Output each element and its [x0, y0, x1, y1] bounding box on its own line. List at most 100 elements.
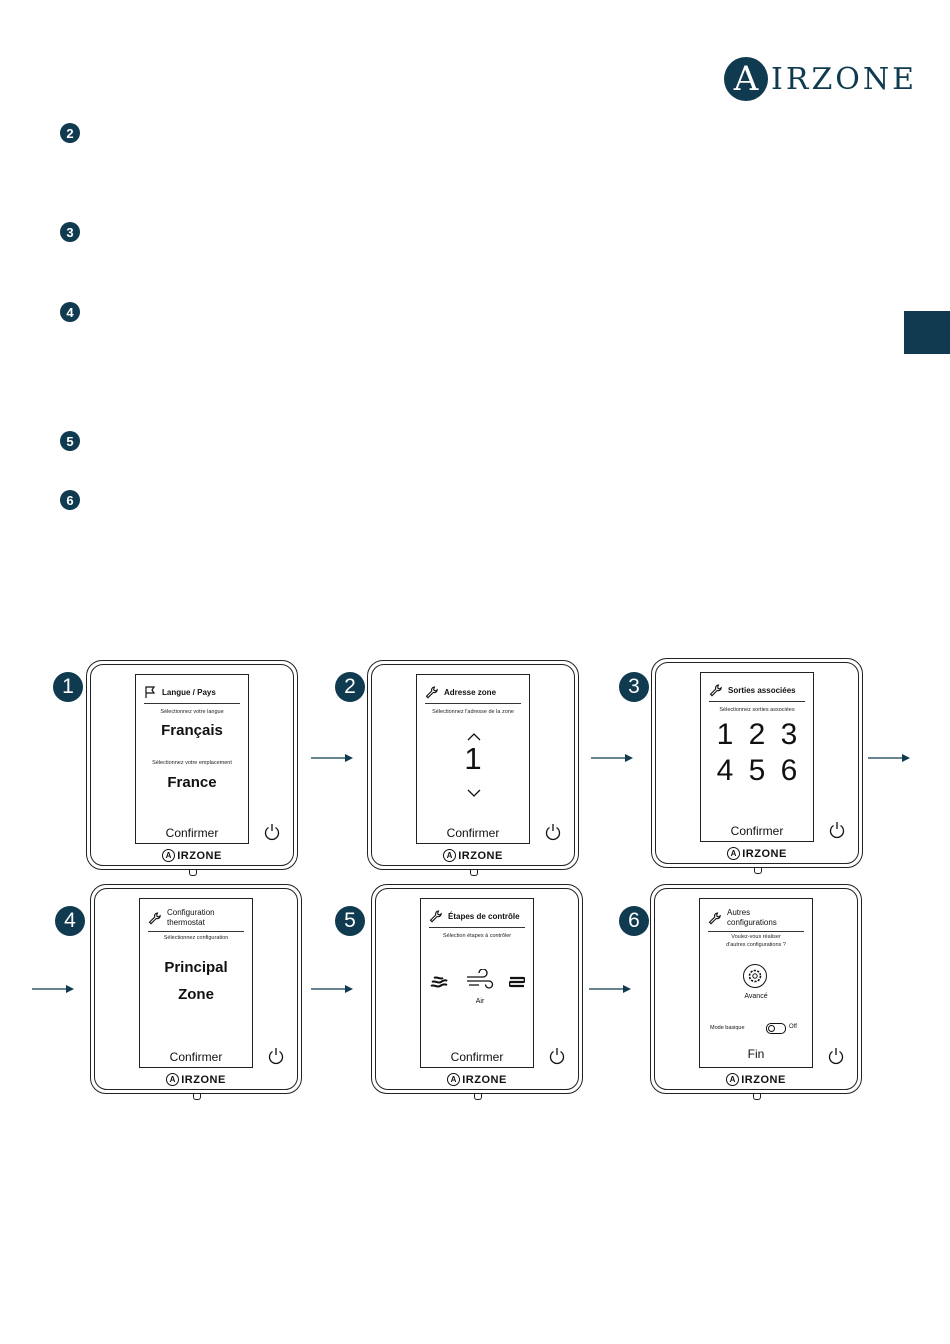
output-4[interactable]: 4	[716, 754, 734, 787]
arrow-icon	[868, 754, 910, 762]
confirm-button[interactable]: Confirmer	[730, 824, 784, 838]
thermostat-device-1: Langue / Pays Sélectionnez votre langue …	[86, 660, 298, 876]
arrow-icon	[311, 754, 353, 762]
output-2[interactable]: 2	[748, 718, 766, 751]
thermostat-device-3: Sorties associées Sélectionnez sorties a…	[651, 658, 863, 874]
chevron-up-icon[interactable]	[467, 733, 481, 741]
thermostat-device-5: Étapes de contrôle Sélection étapes à co…	[371, 884, 583, 1100]
bullet-6: 6	[60, 490, 80, 510]
thermostat-screen-4: Configuration thermostat Sélectionnez co…	[139, 898, 253, 1068]
confirm-button[interactable]: Confirmer	[165, 826, 219, 840]
screen-header: Étapes de contrôle	[429, 905, 525, 928]
thermostat-device-4: Configuration thermostat Sélectionnez co…	[90, 884, 302, 1100]
thermostat-screen-1: Langue / Pays Sélectionnez votre langue …	[135, 674, 249, 844]
airzone-logo: A IRZONE	[724, 57, 917, 101]
screen-title-line1: Autres	[727, 908, 751, 917]
brand-mark: A	[726, 1073, 740, 1086]
wrench-icon	[425, 685, 438, 698]
confirm-button[interactable]: Confirmer	[446, 826, 500, 840]
zone-prompt: Sélectionnez l'adresse de la zone	[432, 709, 514, 715]
config-prompt: Sélectionnez configuration	[163, 935, 229, 941]
logo-mark: A	[724, 57, 768, 101]
thermostat-screen-3: Sorties associées Sélectionnez sorties a…	[700, 672, 814, 842]
brand-mark: A	[443, 849, 457, 862]
output-5[interactable]: 5	[748, 754, 766, 787]
other-config-prompt: Voulez-vous réaliser d'autres configurat…	[726, 934, 786, 948]
brand-mark: A	[162, 849, 176, 862]
wrench-icon	[708, 911, 721, 924]
arrow-icon	[591, 754, 633, 762]
screen-title-line2: thermostat	[167, 918, 205, 927]
toggle-state: Off	[789, 1024, 797, 1030]
gear-icon[interactable]	[742, 963, 768, 989]
zone-address-value: 1	[464, 741, 482, 776]
screen-title: Étapes de contrôle	[448, 911, 520, 921]
outputs-prompt: Sélectionnez sorties associées	[719, 707, 795, 713]
section-tab	[904, 311, 950, 354]
bullet-2: 2	[60, 123, 80, 143]
screen-header: Adresse zone	[425, 681, 521, 704]
bullet-5: 5	[60, 431, 80, 451]
power-icon[interactable]	[262, 822, 282, 842]
screen-header: Sorties associées	[709, 679, 805, 702]
basic-mode-toggle[interactable]	[766, 1023, 786, 1034]
power-icon[interactable]	[543, 822, 563, 842]
step-badge-2: 2	[335, 672, 365, 702]
confirm-button[interactable]: Confirmer	[450, 1050, 504, 1064]
arrow-icon	[589, 985, 631, 993]
language-prompt: Sélectionnez votre langue	[160, 709, 224, 715]
screen-title-line2: configurations	[727, 918, 777, 927]
air-icon[interactable]	[465, 969, 495, 991]
screen-title: Adresse zone	[444, 687, 497, 697]
stages-prompt: Sélection étapes à contrôler	[442, 933, 512, 939]
output-3[interactable]: 3	[780, 718, 798, 751]
power-icon[interactable]	[827, 820, 847, 840]
step-badge-6: 6	[619, 906, 649, 936]
logo-text: IRZONE	[771, 61, 918, 97]
bullet-3: 3	[60, 222, 80, 242]
wrench-icon	[429, 909, 442, 922]
bullet-4: 4	[60, 302, 80, 322]
thermostat-screen-2: Adresse zone Sélectionnez l'adresse de l…	[416, 674, 530, 844]
floor-heating-icon[interactable]	[509, 976, 525, 988]
power-icon[interactable]	[826, 1046, 846, 1066]
screen-title: Langue / Pays	[162, 687, 216, 697]
location-prompt: Sélectionnez votre emplacement	[152, 760, 232, 766]
screen-header: Langue / Pays	[144, 681, 240, 704]
language-value[interactable]: Français	[161, 722, 223, 739]
thermostat-device-2: Adresse zone Sélectionnez l'adresse de l…	[367, 660, 579, 876]
config-option-principal[interactable]: Principal	[164, 959, 228, 976]
step-badge-4: 4	[55, 906, 85, 936]
output-6[interactable]: 6	[780, 754, 798, 787]
screen-title: Sorties associées	[728, 685, 796, 695]
confirm-button[interactable]: Confirmer	[169, 1050, 223, 1064]
arrow-icon	[311, 985, 353, 993]
radiant-icon[interactable]	[429, 975, 449, 989]
config-option-zone[interactable]: Zone	[178, 986, 214, 1003]
output-1[interactable]: 1	[716, 718, 734, 751]
screen-title-line1: Configuration	[167, 908, 215, 917]
thermostat-device-6: Autres configurations Voulez-vous réalis…	[650, 884, 862, 1100]
step-badge-5: 5	[335, 906, 365, 936]
step-badge-1: 1	[53, 672, 83, 702]
chevron-down-icon[interactable]	[467, 789, 481, 797]
wrench-icon	[709, 683, 722, 696]
brand-mark: A	[447, 1073, 461, 1086]
brand-mark: A	[727, 847, 741, 860]
outputs-grid: 1 2 3 4 5 6	[709, 717, 805, 789]
finish-button[interactable]: Fin	[747, 1047, 765, 1061]
screen-header: Configuration thermostat	[148, 905, 244, 932]
location-value[interactable]: France	[167, 774, 217, 791]
power-icon[interactable]	[547, 1046, 567, 1066]
arrow-icon	[32, 985, 74, 993]
brand-mark: A	[166, 1073, 180, 1086]
power-icon[interactable]	[266, 1046, 286, 1066]
air-label: Air	[475, 998, 485, 1005]
basic-mode-label: Mode basique	[710, 1025, 745, 1031]
